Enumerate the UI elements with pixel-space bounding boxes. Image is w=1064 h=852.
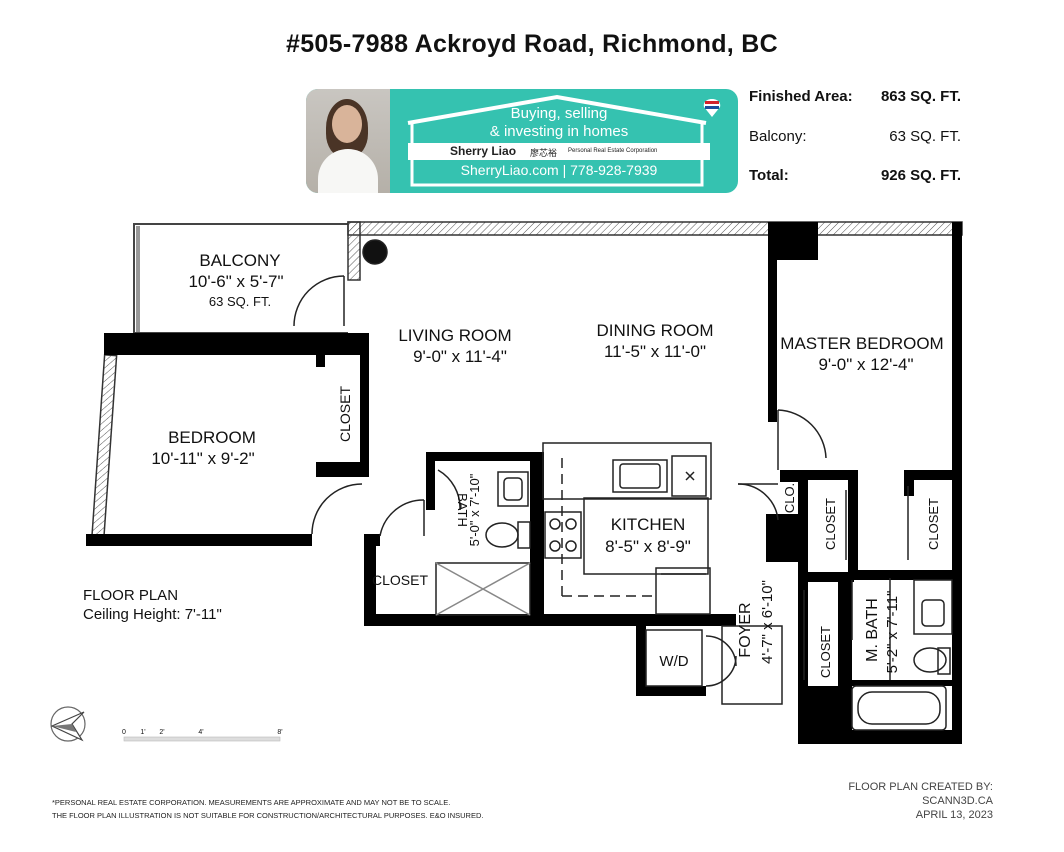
total-area-label: Total: <box>749 167 789 184</box>
master-bedroom-name: MASTER BEDROOM <box>780 334 943 353</box>
clo-label: CLO. <box>782 483 797 513</box>
interior-walls <box>86 222 962 744</box>
washer-dryer-label: W/D <box>659 653 688 670</box>
credit-date: APRIL 13, 2023 <box>915 809 993 821</box>
room-labels: BALCONY 10'-6" x 5'-7" 63 SQ. FT. LIVING… <box>151 251 943 678</box>
foyer-closet-label: CLOSET <box>818 626 833 678</box>
master-closet2-label: CLOSET <box>926 498 941 550</box>
finished-area-label: Finished Area: <box>749 88 853 105</box>
balcony-area-label: Balcony: <box>749 128 807 145</box>
balcony-dims: 10'-6" x 5'-7" <box>188 272 283 291</box>
balcony-name: BALCONY <box>199 251 280 270</box>
agent-contact[interactable]: SherryLiao.com | 778-928-7939 <box>460 162 658 178</box>
master-bath-dims: 5'-2" x 7'-11" <box>884 591 901 674</box>
scale-tick-0: 0 <box>122 729 126 736</box>
banner-slogan-line1: Buying, selling <box>510 105 608 122</box>
door-swings <box>293 275 909 687</box>
balcony-area: 63 SQ. FT. <box>209 294 271 309</box>
agent-name-bar <box>408 143 710 160</box>
credit-line1: FLOOR PLAN CREATED BY: <box>848 781 993 793</box>
balcony-area-value: 63 SQ. FT. <box>889 128 961 145</box>
ceiling-height: Ceiling Height: 7'-11" <box>83 606 222 623</box>
total-area-value: 926 SQ. FT. <box>880 167 961 184</box>
master-bedroom-dims: 9'-0" x 12'-4" <box>818 355 913 374</box>
scale-bar: 0 1' 2' 4' 8' <box>122 729 283 742</box>
finished-area-value: 863 SQ. FT. <box>880 88 961 105</box>
hall-closet-label: CLOSET <box>372 572 428 588</box>
scale-tick-1: 1' <box>140 729 145 736</box>
bedroom-closet-label: CLOSET <box>337 386 353 442</box>
banner-slogan-line2: & investing in homes <box>489 123 629 140</box>
kitchen-dims: 8'-5" x 8'-9" <box>605 537 691 556</box>
master-bath-name: M. BATH <box>864 598 881 662</box>
credit-company: SCANN3D.CA <box>922 795 993 807</box>
foyer-name: FOYER <box>737 602 754 657</box>
fixtures <box>362 239 951 675</box>
bath-dims: 5'-0" x 7'-10" <box>467 473 482 546</box>
scale-tick-4: 4' <box>198 729 203 736</box>
exterior-window-wall <box>90 221 963 546</box>
disclaimer-line1: *PERSONAL REAL ESTATE CORPORATION. MEASU… <box>52 798 451 807</box>
master-closet-label: CLOSET <box>823 498 838 550</box>
bedroom-name: BEDROOM <box>168 428 256 447</box>
bedroom-dims: 10'-11" x 9'-2" <box>151 449 254 468</box>
agent-corporation: Personal Real Estate Corporation <box>568 148 658 154</box>
dining-room-dims: 11'-5" x 11'-0" <box>604 342 706 361</box>
living-room-dims: 9'-0" x 11'-4" <box>413 347 507 366</box>
remax-balloon-icon <box>703 99 721 117</box>
living-room-name: LIVING ROOM <box>398 326 511 345</box>
disclaimer-line2: THE FLOOR PLAN ILLUSTRATION IS NOT SUITA… <box>52 811 484 820</box>
scale-tick-2: 2' <box>159 729 164 736</box>
floor-plan-title: FLOOR PLAN <box>83 587 179 604</box>
agent-chinese-name: 廖芯裕 <box>530 148 558 158</box>
dining-room-name: DINING ROOM <box>596 321 713 340</box>
compass-icon <box>50 706 86 742</box>
scale-tick-8: 8' <box>277 729 282 736</box>
agent-photo <box>306 89 390 193</box>
bath-name: BATH <box>455 493 470 527</box>
foyer-dims: 4'-7" x 6'-10" <box>759 580 776 664</box>
thin-lines <box>435 410 953 731</box>
agent-banner[interactable]: Buying, selling & investing in homes She… <box>306 89 738 193</box>
kitchen-name: KITCHEN <box>611 515 686 534</box>
agent-name: Sherry Liao <box>450 144 517 158</box>
page-title: #505-7988 Ackroyd Road, Richmond, BC <box>286 30 778 58</box>
